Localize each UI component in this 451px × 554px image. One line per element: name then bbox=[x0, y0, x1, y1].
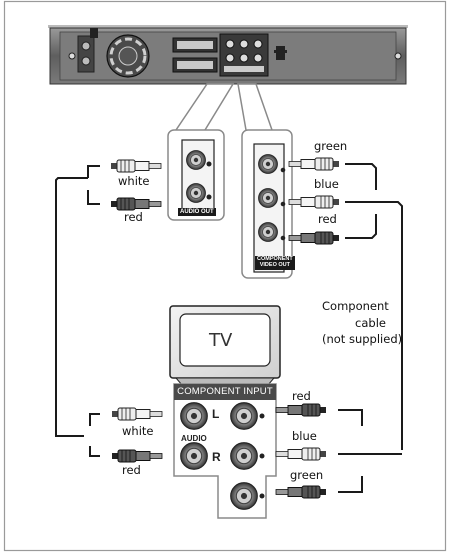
label-left-channel: L bbox=[212, 407, 220, 421]
label-white-top: white bbox=[118, 174, 150, 188]
label-component-input: COMPONENT INPUT bbox=[174, 384, 276, 400]
device-rear-panel bbox=[48, 25, 408, 85]
label-blue-bottom: blue bbox=[292, 429, 317, 443]
label-green-top: green bbox=[314, 139, 348, 153]
label-tv: TV bbox=[209, 330, 233, 351]
label-red-bottom: red bbox=[122, 463, 141, 477]
label-red-component-bottom: red bbox=[292, 389, 311, 403]
label-green-bottom: green bbox=[290, 468, 324, 482]
label-blue-top: blue bbox=[314, 177, 339, 191]
component-input-panel bbox=[173, 383, 277, 519]
label-white-bottom: white bbox=[122, 424, 154, 438]
callout-lines bbox=[175, 83, 273, 131]
label-audio: AUDIO bbox=[181, 434, 207, 443]
label-red-component-top: red bbox=[318, 212, 337, 226]
audio-out-panel bbox=[167, 129, 225, 221]
label-audio-out: AUDIO OUT bbox=[178, 208, 216, 216]
label-component-video-out: COMPONENT VIDEO OUT bbox=[255, 256, 295, 270]
cables bbox=[55, 163, 403, 493]
component-video-out-panel bbox=[241, 129, 293, 279]
label-component-cable-note: Component cable (not supplied) bbox=[322, 299, 403, 347]
label-right-channel: R bbox=[212, 450, 221, 464]
label-red-top: red bbox=[124, 210, 143, 224]
